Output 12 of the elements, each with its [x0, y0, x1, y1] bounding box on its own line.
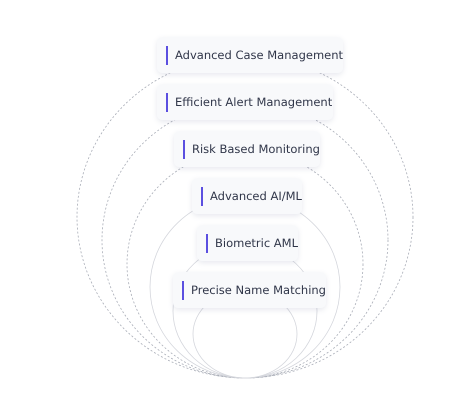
card-label: Advanced AI/ML: [210, 189, 302, 203]
card-label: Risk Based Monitoring: [192, 142, 320, 156]
card-label: Biometric AML: [215, 236, 298, 250]
label-card: [157, 84, 333, 120]
card-label: Advanced Case Management: [175, 48, 344, 62]
card-label: Efficient Alert Management: [175, 95, 332, 109]
label-card: [192, 178, 302, 214]
label-card: [173, 272, 326, 308]
card-label: Precise Name Matching: [191, 283, 326, 297]
label-card: [157, 37, 344, 73]
label-card: [174, 131, 320, 167]
label-card: [197, 225, 298, 261]
